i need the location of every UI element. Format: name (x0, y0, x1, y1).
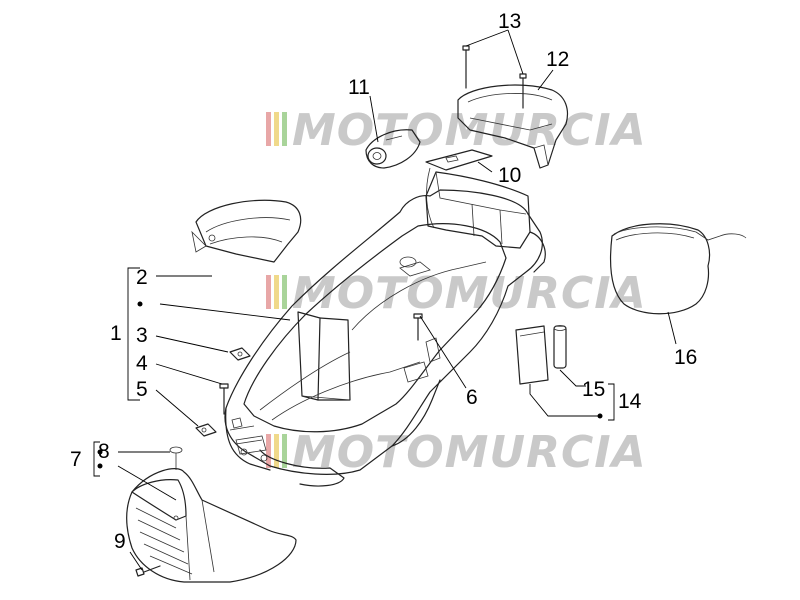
leader-lines (93, 29, 677, 571)
watermark-bottom: MOTOMURCIA (266, 427, 647, 478)
watermark-middle: MOTOMURCIA (266, 268, 647, 319)
callout-9: 9 (114, 530, 126, 553)
callout-14: 14 (618, 390, 642, 413)
part-screw-bottom (135, 565, 161, 577)
callout-2: 2 (136, 266, 148, 289)
callout-16: 16 (674, 346, 697, 369)
callout-13: 13 (498, 10, 521, 33)
part-lock-cylinder (365, 129, 421, 169)
callout-7: 7 (70, 448, 82, 471)
part-rear-cover (457, 84, 569, 169)
callout-11: 11 (348, 76, 370, 99)
part-clip-nut (229, 347, 251, 361)
part-liner-bag (609, 223, 747, 315)
part-screw-mid (413, 313, 423, 341)
part-screw-small (219, 383, 229, 415)
part-clip-small (195, 423, 217, 437)
part-grille-panel (126, 446, 297, 583)
leader-dots (97, 301, 603, 469)
callout-12: 12 (546, 48, 569, 71)
callout-6: 6 (466, 386, 478, 409)
watermark-text: MOTOMURCIA (292, 427, 647, 478)
part-lid (191, 199, 302, 263)
watermark-text: MOTOMURCIA (292, 105, 647, 156)
part-manual-booklet (515, 325, 549, 385)
part-helmet-compartment (224, 171, 546, 487)
watermark-text: MOTOMURCIA (292, 268, 647, 319)
callout-10: 10 (498, 164, 521, 187)
part-latch-bracket (425, 149, 493, 229)
callout-1: 1 (110, 322, 122, 345)
callout-15: 15 (582, 378, 605, 401)
callout-3: 3 (136, 324, 148, 347)
callout-5: 5 (136, 378, 148, 401)
part-tool-tube (553, 325, 567, 369)
callout-labels: 13 12 11 10 2 1 3 4 5 6 7 8 9 16 15 14 (70, 10, 697, 553)
callout-4: 4 (136, 352, 148, 375)
callout-8: 8 (98, 440, 110, 463)
watermark-top: MOTOMURCIA (266, 105, 647, 156)
